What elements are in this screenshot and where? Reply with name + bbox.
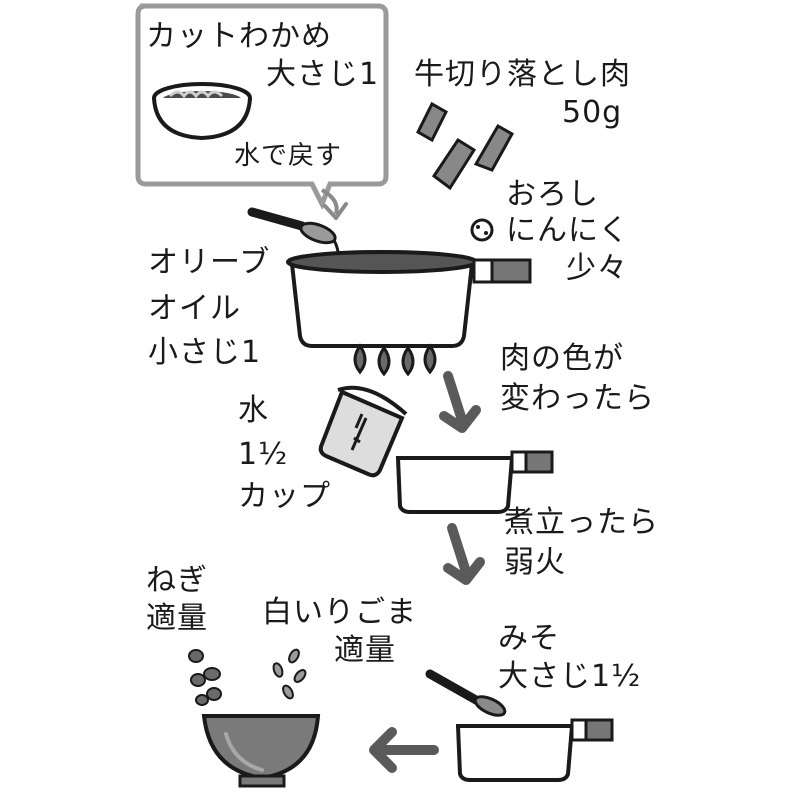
pot-third-icon	[455, 718, 614, 782]
garlic-amount-label: 少々	[566, 251, 628, 286]
beef-icon	[416, 101, 515, 191]
flame-icons	[353, 343, 437, 377]
negi-amount-label: 適量	[146, 601, 208, 636]
beef-amount-label: 50g	[562, 95, 623, 130]
garlic-line1-label: おろし	[506, 177, 599, 212]
negi-icon	[188, 649, 222, 706]
garlic-line2-label: にんにく	[506, 213, 630, 248]
sesame-icon	[272, 648, 307, 700]
step-meat-line2-label: 変わったら	[500, 381, 655, 416]
step-boil-line1-label: 煮立ったら	[504, 505, 659, 540]
water-name-label: 水	[238, 393, 269, 428]
water-amount-fraction: ½	[258, 437, 289, 472]
beef-name-label: 牛切り落とし肉	[414, 57, 631, 92]
pot-second-icon	[395, 450, 554, 514]
callout-box	[135, 3, 389, 211]
wakame-note-label: 水で戻す	[234, 141, 343, 171]
flow-arrow-1	[439, 371, 481, 433]
wakame-bowl-icon	[152, 82, 252, 141]
step-meat-line1-label: 肉の色が	[500, 341, 624, 376]
oil-spoon-icon	[247, 207, 340, 263]
water-amount-whole: 1	[238, 437, 259, 472]
miso-name-label: みそ	[498, 621, 560, 656]
sesame-amount-label: 適量	[334, 633, 396, 668]
callout-arrowhead	[323, 202, 348, 220]
flow-arrow-3	[369, 727, 439, 773]
flow-arrow-2	[443, 523, 485, 585]
sesame-name-label: 白いりごま	[262, 595, 417, 630]
miso-spoon-icon	[425, 669, 507, 717]
olive-oil-amount-label: 小さじ1	[148, 335, 262, 370]
olive-oil-line2-label: オイル	[148, 291, 241, 326]
olive-oil-line1-label: オリーブ	[148, 245, 271, 280]
soup-bowl-icon	[201, 714, 321, 788]
negi-name-label: ねぎ	[146, 563, 208, 598]
garlic-icon	[470, 218, 494, 242]
callout-arrow	[320, 188, 339, 215]
water-unit-label: カップ	[238, 479, 331, 514]
wakame-callout	[135, 3, 389, 220]
wakame-name-label: カットわかめ	[146, 19, 332, 54]
step-boil-line2-label: 弱火	[504, 545, 566, 580]
measuring-cup-icon	[318, 385, 408, 478]
wakame-amount-label: 大さじ1	[266, 57, 380, 92]
water-amount-label: 1½	[238, 436, 288, 474]
miso-amount-label: 大さじ1½	[498, 659, 642, 694]
pot-main-icon	[286, 250, 532, 348]
